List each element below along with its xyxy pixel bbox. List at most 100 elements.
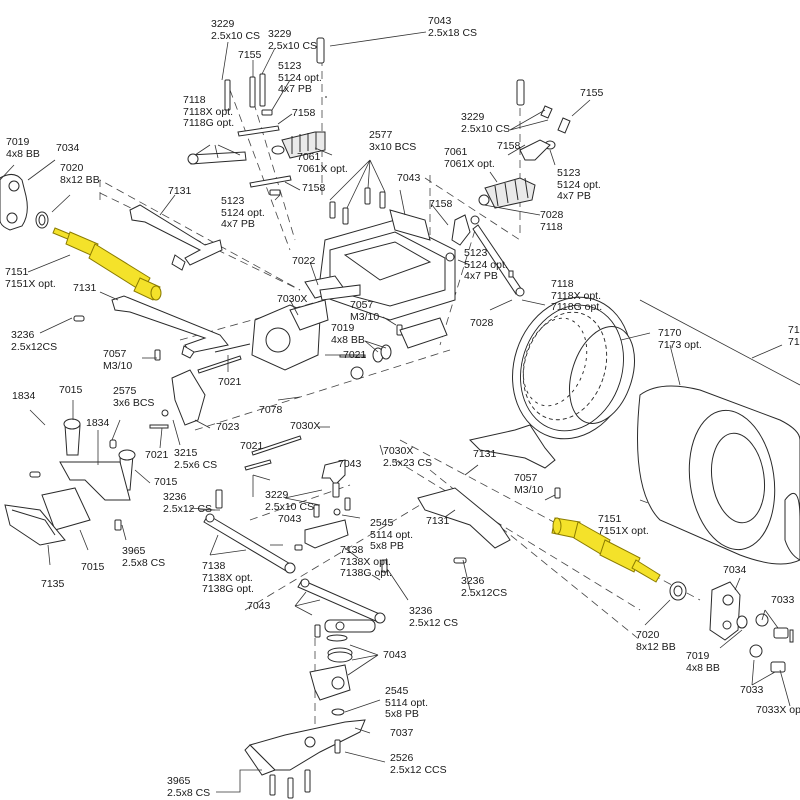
- part-number: 7015: [59, 384, 83, 396]
- part-label: 7158: [497, 140, 520, 153]
- part-number: 7021: [145, 449, 169, 461]
- part-number: 7158: [429, 198, 453, 210]
- part-spec: 2.5x23 CS: [383, 456, 433, 469]
- part-label: 7033: [771, 594, 795, 607]
- part-number: 3229: [211, 18, 235, 30]
- part-spec: 2.5x8 CS: [122, 556, 166, 569]
- part-label: 7135: [41, 578, 65, 591]
- hub-carrier-top-left: [0, 174, 49, 231]
- part-spec: 4x8 BB: [686, 661, 720, 674]
- part-number: 7015: [154, 476, 178, 488]
- part-spec: 5x8 PB: [385, 708, 419, 720]
- skid-plate-7037: [244, 719, 366, 799]
- bulkhead-7023: [149, 355, 242, 429]
- part-number: 7043: [383, 649, 407, 661]
- part-spec: 7138X opt.: [202, 571, 253, 584]
- part-spec: 8x12 BB: [60, 173, 100, 186]
- rear-arm-7131-upper: [469, 424, 556, 469]
- part-number: 7023: [216, 421, 240, 433]
- part-number: 7061: [297, 151, 321, 163]
- part-number: 7131: [168, 185, 192, 197]
- part-number: 2545: [370, 517, 394, 529]
- part-spec: M3/10: [514, 483, 544, 496]
- suspension-arm-7131-upper: [129, 204, 223, 271]
- part-spec: 7151X opt.: [5, 277, 56, 290]
- part-number: 7135: [41, 578, 65, 590]
- part-number: 7158: [292, 107, 316, 119]
- part-spec: 2.5x8 CS: [167, 786, 211, 799]
- part-number: 3236: [163, 491, 187, 503]
- part-number: 3215: [174, 447, 198, 459]
- part-spec: 7138G opt.: [340, 567, 392, 579]
- part-spec: M3/10: [103, 359, 133, 372]
- part-number: 3965: [167, 775, 191, 787]
- part-label: 7078: [259, 404, 282, 417]
- part-label: 7155: [238, 49, 261, 62]
- tire-7170: [512, 296, 635, 440]
- part-number: 7057: [103, 348, 127, 360]
- part-number: 2577: [369, 129, 393, 141]
- part-number: 3236: [11, 329, 35, 341]
- part-label: 7021: [218, 376, 241, 389]
- part-number: 7043: [247, 600, 271, 612]
- part-label: 7028: [470, 317, 493, 330]
- part-label: 7034: [723, 564, 746, 577]
- part-number: 2575: [113, 385, 137, 397]
- part-number: 7019: [686, 650, 710, 662]
- part-number: 7138: [202, 560, 226, 572]
- part-number: 7138: [340, 544, 364, 556]
- part-label: 7015: [81, 561, 104, 574]
- part-number: 3236: [409, 605, 433, 617]
- part-number: 5123: [557, 167, 581, 179]
- part-label: 7043: [247, 600, 271, 613]
- part-number: 7151: [5, 266, 29, 278]
- part-label: 717717: [788, 324, 800, 348]
- part-spec: 5124 opt.: [278, 71, 322, 84]
- steering-assembly: [203, 459, 388, 716]
- part-number: 7019: [6, 136, 30, 148]
- part-label: 7033: [740, 684, 763, 697]
- part-number: 7158: [302, 182, 326, 194]
- part-number: 5123: [278, 60, 302, 72]
- part-number: 7034: [56, 142, 80, 154]
- part-label: 7033X opt.: [756, 704, 800, 717]
- part-spec: 2.5x12CS: [11, 340, 58, 353]
- part-spec: 2.5x18 CS: [428, 26, 478, 39]
- part-number: 7033: [771, 594, 795, 606]
- part-spec: 4x8 BB: [6, 147, 40, 160]
- part-number: 5123: [464, 247, 488, 259]
- part-label: 7023: [216, 421, 240, 434]
- part-label: 7131: [73, 282, 96, 295]
- driveshaft-7151-rear: [551, 517, 661, 583]
- part-number: 5123: [221, 195, 245, 207]
- part-number: 7021: [343, 349, 367, 361]
- part-spec: 2.5x12 CS: [409, 616, 459, 629]
- part-number: 7057: [514, 472, 538, 484]
- suspension-arm-7131-lower: [73, 295, 229, 361]
- part-number: 7022: [292, 255, 316, 267]
- part-spec: 4x8 BB: [331, 333, 365, 346]
- part-number: 3229: [268, 28, 292, 40]
- part-number: 7057: [350, 299, 374, 311]
- part-spec: 4x7 PB: [557, 190, 591, 202]
